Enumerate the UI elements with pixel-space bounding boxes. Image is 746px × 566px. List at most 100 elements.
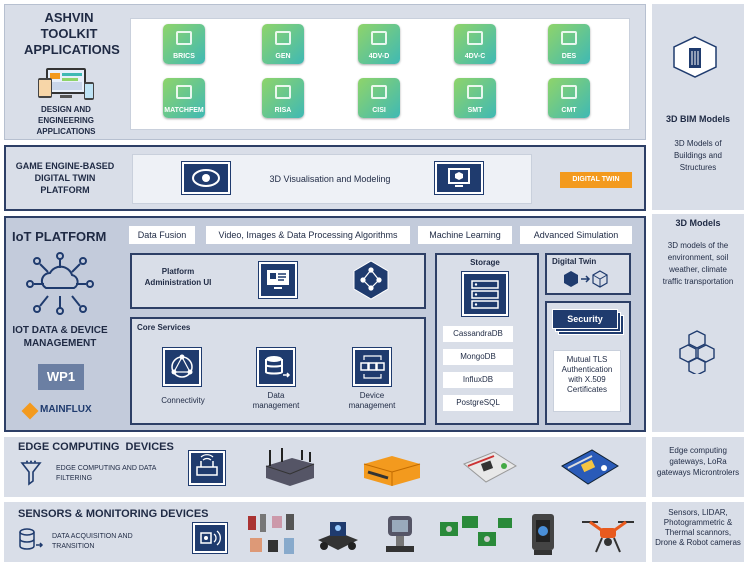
digital-twin-title: Digital Twin [552, 257, 597, 266]
edge-side-text: Edge computing gateways, LoRa gateways M… [656, 446, 740, 477]
lidar-scanner-image [526, 510, 562, 558]
sensors-side-panel [652, 502, 744, 562]
app-icon [275, 85, 291, 99]
robot-image [314, 514, 362, 556]
core-item-label: Device management [348, 391, 396, 410]
device-management-icon [353, 348, 391, 386]
models-side-panel [652, 214, 744, 432]
models-title: 3D Models [675, 218, 721, 228]
app-tile[interactable]: CISI [358, 78, 400, 118]
app-tile[interactable]: DES [548, 24, 590, 64]
security-title: Security [552, 309, 618, 329]
app-icon [371, 31, 387, 45]
router-icon [189, 451, 225, 485]
app-tile[interactable]: CMT [548, 78, 590, 118]
app-tile-label: MATCHFEM [164, 107, 204, 114]
game-engine-title: GAME ENGINE-BASED DIGITAL TWIN PLATFORM [15, 161, 115, 195]
capability-pill: Video, Images & Data Processing Algorith… [206, 226, 410, 244]
core-item-label: Connectivity [161, 396, 205, 405]
app-icon [275, 31, 291, 45]
app-tile-label: 4DV-C [464, 53, 486, 60]
app-icon [467, 31, 483, 45]
capability-pill: Data Fusion [129, 226, 195, 244]
app-icon [561, 85, 577, 99]
sensors-title: SENSORS & MONITORING DEVICES [18, 508, 209, 520]
security-text: Mutual TLS Authentication with X.509 Cer… [553, 350, 621, 412]
core-services-title: Core Services [137, 323, 191, 332]
app-tile[interactable]: 4DV-C [454, 24, 496, 64]
storage-title: Storage [470, 258, 500, 267]
digital-twin-box [545, 253, 631, 295]
building-icon [673, 36, 717, 78]
app-icon [176, 31, 192, 45]
app-tile-label: BRICS [173, 53, 195, 60]
capability-pill: Machine Learning [418, 226, 512, 244]
connectivity-icon [163, 348, 201, 386]
admin-ui-icon [259, 262, 297, 298]
iot-board-image [558, 446, 622, 488]
dev-board-image [460, 448, 520, 488]
sensor-signal-icon [193, 523, 227, 553]
app-tile[interactable]: 4DV-D [358, 24, 400, 64]
twin-cubes-icon [562, 269, 612, 289]
visualisation-label: 3D Visualisation and Modeling [269, 174, 391, 184]
sensor-modules-image [438, 512, 514, 556]
sensors-subtitle: DATA ACQUISITION AND TRANSITION [52, 533, 133, 550]
app-tile[interactable]: GEN [262, 24, 304, 64]
bim-side-panel [652, 4, 744, 210]
models-text: 3D models of the environment, soil weath… [662, 241, 734, 286]
app-tile-label: CMT [561, 107, 577, 114]
app-icon [371, 85, 387, 99]
sensors-side-text: Sensors, LIDAR, Photogrammetric & Therma… [655, 508, 741, 547]
mainflux-text: MAINFLUX [40, 404, 92, 415]
edge-subtitle: EDGE COMPUTING AND DATA FILTERING [56, 465, 157, 482]
devices-illustration [36, 66, 98, 102]
core-item-label: Data management [252, 391, 300, 410]
bim-title: 3D BIM Models [665, 114, 730, 124]
app-icon [561, 31, 577, 45]
network-hex-icon [352, 260, 390, 300]
cloud-network-icon [22, 250, 98, 318]
app-icon [176, 85, 192, 99]
storage-item: PostgreSQL [443, 395, 513, 411]
industrial-pc-image [360, 452, 424, 486]
drone-image [576, 514, 640, 556]
app-tile[interactable]: RISA [262, 78, 304, 118]
mainflux-mark-icon [21, 402, 39, 420]
digital-twin-logo: DIGITAL TWIN [560, 172, 632, 188]
app-tile-label: CISI [372, 107, 386, 114]
edge-title: EDGE COMPUTING DEVICES [18, 441, 174, 453]
iot-title: IoT PLATFORM [12, 229, 107, 244]
camera-device-image [382, 512, 418, 556]
app-icon [467, 85, 483, 99]
toolkit-title: ASHVIN TOOLKIT APPLICATIONS [24, 10, 120, 57]
funnel-icon [20, 460, 42, 488]
cubes-icon [675, 330, 719, 376]
admin-label: Platform Administration UI [144, 267, 212, 287]
app-tile[interactable]: MATCHFEM [163, 78, 205, 118]
server-icon [462, 272, 508, 316]
sensors-collection-image [246, 512, 300, 558]
storage-item: InfluxDB [443, 372, 513, 388]
storage-item: MongoDB [443, 349, 513, 365]
iot-subtitle: IOT DATA & DEVICE MANAGEMENT [12, 325, 108, 349]
bim-text: 3D Models of Buildings and Structures [673, 139, 723, 172]
edge-panel [4, 437, 646, 497]
eye-icon [182, 162, 230, 194]
gateway-device-image [262, 448, 318, 488]
mainflux-logo: MAINFLUX [21, 402, 108, 420]
data-management-icon [257, 348, 295, 386]
app-tile[interactable]: SMT [454, 78, 496, 118]
app-tile-label: RISA [274, 107, 292, 114]
edge-side-panel [652, 437, 744, 497]
wp1-badge: WP1 [38, 364, 84, 390]
app-tile[interactable]: BRICS [163, 24, 205, 64]
storage-item: CassandraDB [443, 326, 513, 342]
app-tile-label: SMT [467, 107, 483, 114]
capability-pill: Advanced Simulation [520, 226, 632, 244]
toolkit-subtitle: DESIGN AND ENGINEERING APPLICATIONS [36, 105, 96, 136]
app-tile-label: GEN [275, 53, 291, 60]
app-tile-label: 4DV-D [368, 53, 390, 60]
monitor-cube-icon [435, 162, 483, 194]
app-tile-label: DES [561, 53, 577, 60]
